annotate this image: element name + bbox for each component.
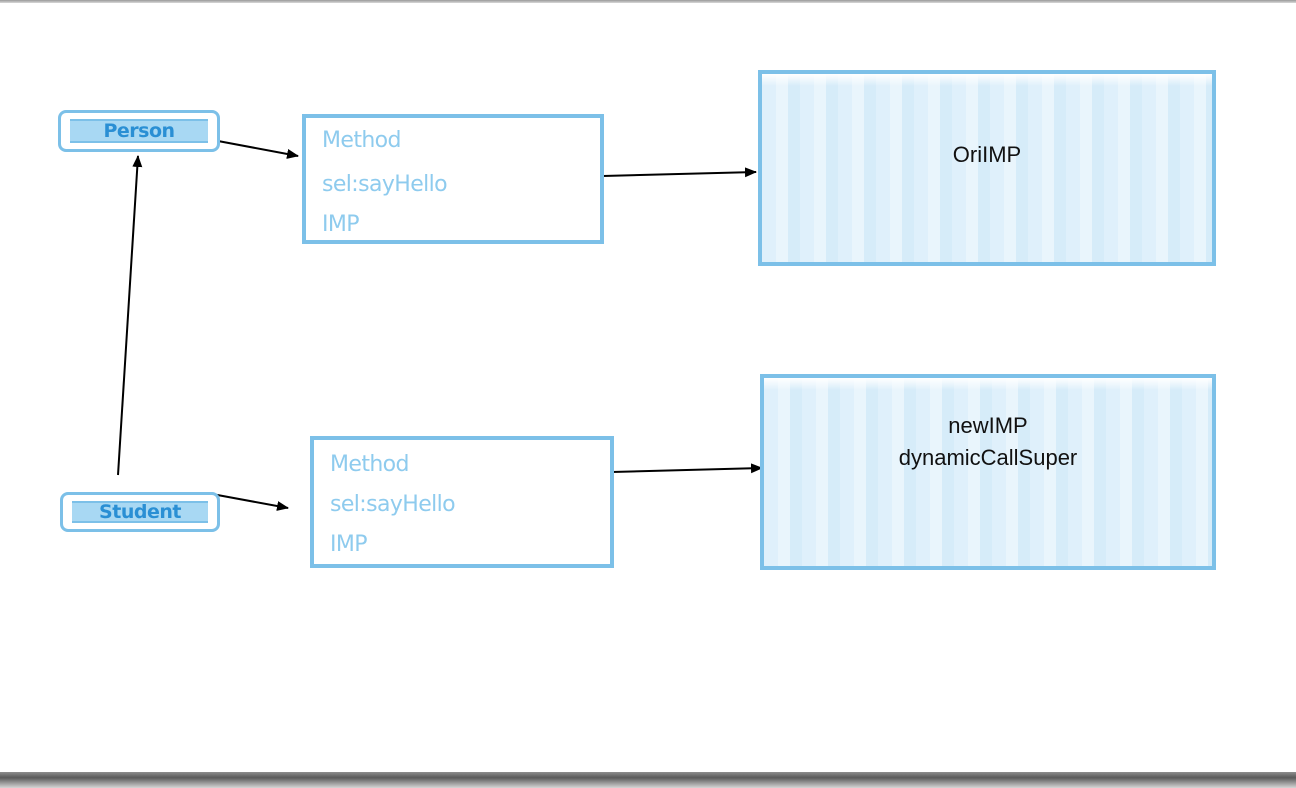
edge-student-to-person [117, 155, 143, 476]
edge-student-to-method [211, 493, 289, 511]
person-fill [70, 119, 208, 143]
ori-imp-top-shade [762, 74, 1212, 86]
student-method-imp: IMP [330, 532, 368, 557]
new-imp-label-line1: newIMP [948, 413, 1028, 438]
edge-method-to-oriimp [602, 167, 757, 178]
student-method-selector: sel:sayHello [330, 492, 456, 517]
bottom-border [0, 772, 1296, 788]
student-method-node: Method sel:sayHello IMP [310, 436, 614, 568]
person-method-title: Method [322, 128, 402, 153]
person-method-node: Method sel:sayHello IMP [302, 114, 604, 244]
person-method-imp: IMP [322, 212, 360, 237]
student-label: Student [99, 501, 181, 523]
ori-imp-node: OriIMP [758, 70, 1216, 266]
edge-person-to-method [217, 140, 299, 159]
person-method-selector: sel:sayHello [322, 172, 448, 197]
new-imp-label-line2: dynamicCallSuper [898, 445, 1078, 470]
student-fill [72, 501, 208, 523]
ori-imp-label: OriIMP [952, 142, 1022, 167]
edge-method-to-newimp [611, 463, 763, 474]
new-imp-top-shade [764, 378, 1212, 390]
student-method-title: Method [330, 452, 410, 477]
new-imp-node: newIMP dynamicCallSuper [760, 374, 1216, 570]
top-border [0, 0, 1296, 3]
student-class-node: Student [60, 492, 220, 532]
person-class-node: Person [58, 110, 220, 152]
person-label: Person [103, 120, 175, 142]
